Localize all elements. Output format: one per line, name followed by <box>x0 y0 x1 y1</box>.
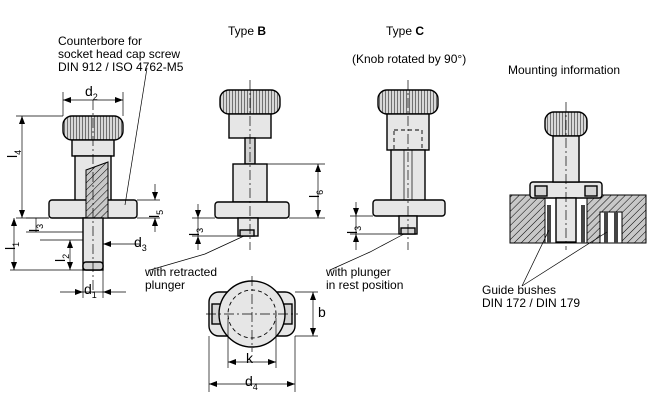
dim-l4: l4 <box>4 149 23 158</box>
dim-k: k <box>246 350 253 366</box>
type-b-title: Type B <box>228 24 267 38</box>
view-a-section <box>10 67 160 298</box>
dim-b: b <box>318 304 326 320</box>
dim-d1: d1 <box>84 281 97 300</box>
rest-position-label: with plunger in rest position <box>326 265 404 292</box>
view-top <box>206 276 318 392</box>
type-b-letter: B <box>257 24 267 38</box>
dim-l1: l1 <box>2 241 21 250</box>
dim-l3-a: l3 <box>26 223 45 232</box>
retracted-label: with retracted plunger <box>145 265 218 292</box>
dim-d3: d3 <box>134 234 147 253</box>
section-hatch <box>85 161 109 219</box>
counterbore-label: Counterbore for socket head cap screw DI… <box>58 35 183 74</box>
dim-l2: l2 <box>52 253 71 262</box>
type-c-title: Type C <box>386 24 425 38</box>
dim-l6: l6 <box>306 189 325 198</box>
dim-l3-b: l3 <box>186 227 205 236</box>
dim-l3-c: l3 <box>344 225 363 234</box>
dim-l5: l5 <box>146 209 165 218</box>
view-type-c <box>329 80 446 271</box>
counterbore-line-1: Counterbore for <box>58 34 143 48</box>
guide-bushes-label: Guide bushes DIN 172 / DIN 179 <box>482 283 581 310</box>
counterbore-line-3: DIN 912 / ISO 4762-M5 <box>58 60 184 74</box>
dim-d2: d2 <box>85 83 98 102</box>
counterbore-leader <box>124 67 148 206</box>
view-type-b <box>149 80 325 271</box>
counterbore-line-2: socket head cap screw <box>58 47 181 61</box>
dim-d4: d4 <box>245 373 258 392</box>
mounting-title: Mounting information <box>508 63 621 77</box>
type-c-letter: C <box>415 24 425 38</box>
type-c-note: (Knob rotated by 90°) <box>352 52 467 66</box>
view-mounting <box>509 102 647 287</box>
